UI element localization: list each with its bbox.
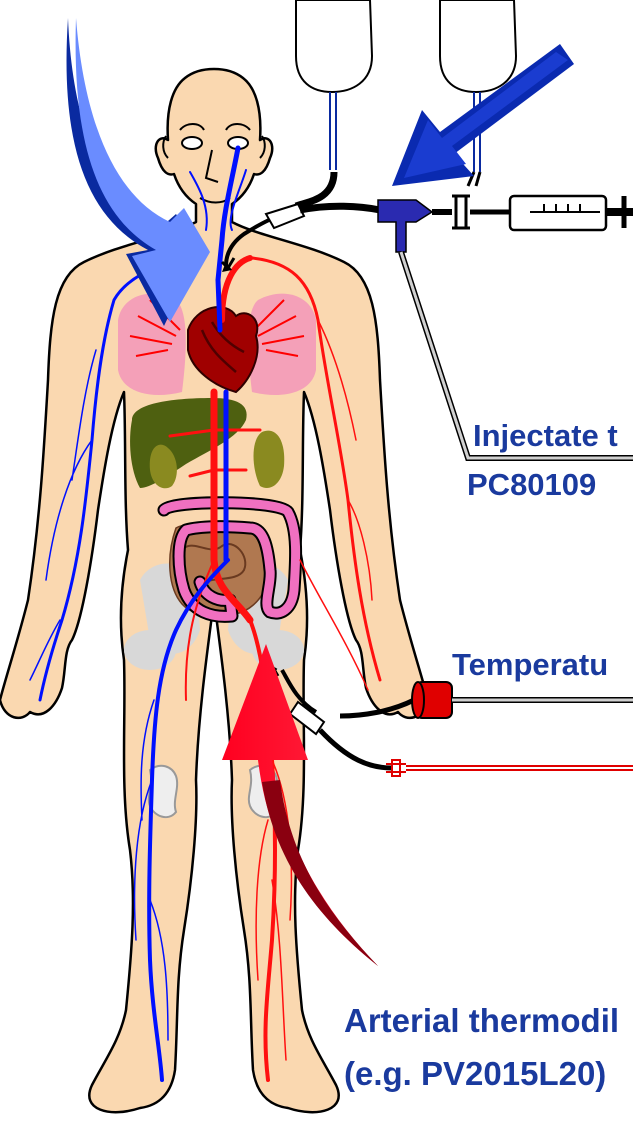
iv-bag-left — [296, 0, 372, 170]
injectate-part-number: PC80109 — [467, 467, 596, 503]
injectate-label: Injectate t — [473, 418, 618, 454]
arterial-catheter-part-number: (e.g. PV2015L20) — [344, 1055, 606, 1093]
arterial-catheter-label: Arterial thermodil — [344, 1002, 619, 1040]
knee-joints — [149, 766, 277, 817]
temperature-label: Temperatu — [452, 647, 608, 683]
syringe — [510, 196, 633, 230]
